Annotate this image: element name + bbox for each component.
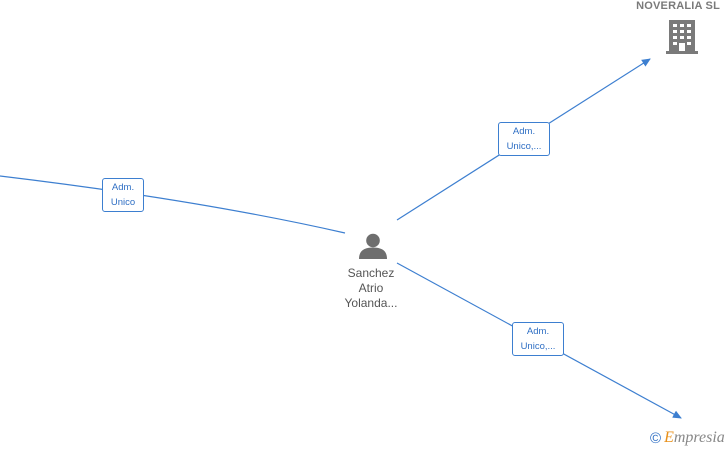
edge-label-line: Unico,... (520, 341, 556, 352)
edge-label-line: Unico,... (506, 141, 542, 152)
edge-bottom-right-label[interactable]: Adm. Unico,... (512, 322, 564, 356)
person-name[interactable]: Sanchez Atrio Yolanda... (331, 266, 411, 311)
person-name-line: Yolanda... (344, 296, 398, 310)
edge-left-label[interactable]: Adm. Unico (102, 178, 144, 212)
building-icon[interactable] (666, 20, 698, 54)
person-name-line: Sanchez (347, 266, 395, 280)
watermark: © Empresia (650, 427, 725, 449)
copyright-icon: © (650, 429, 662, 447)
person-icon[interactable] (359, 233, 387, 259)
brand-logo: Empresia (664, 429, 725, 446)
edge-label-line: Adm. (512, 126, 536, 137)
company-name[interactable]: NOVERALIA SL (636, 0, 720, 12)
edge-label-line: Adm. (526, 326, 550, 337)
person-name-line: Atrio (358, 281, 384, 295)
edge-label-line: Adm. (111, 182, 135, 193)
edge-label-line: Unico (110, 197, 136, 208)
edge-left-line (0, 175, 346, 234)
edge-top-right-label[interactable]: Adm. Unico,... (498, 122, 550, 156)
